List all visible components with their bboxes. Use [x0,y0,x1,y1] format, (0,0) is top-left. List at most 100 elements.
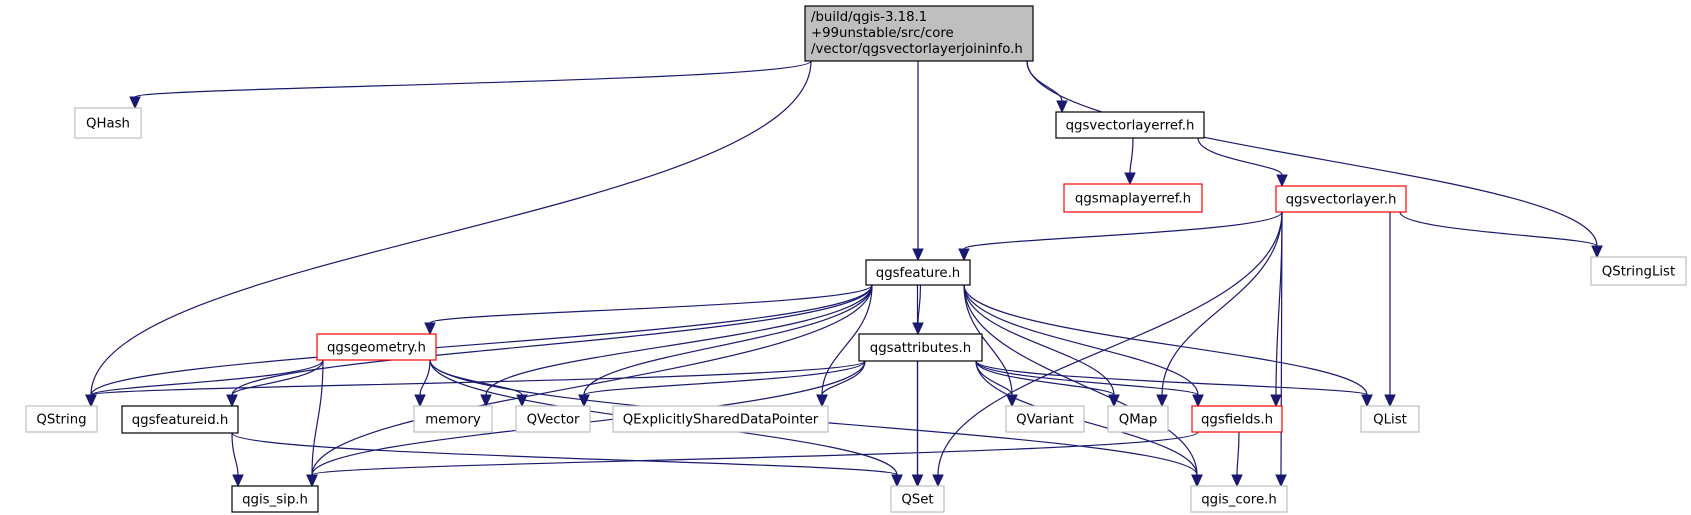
node-box [1590,256,1687,286]
node-qgis-sip[interactable]: qgis_sip.h [231,485,319,513]
edge-line [963,211,1283,250]
edge-line [1129,137,1134,174]
node-qgsvectorlayer[interactable]: qgsvectorlayer.h [1275,185,1407,213]
edge-line [963,284,1199,396]
edge-qgsfeature-to-qmap [963,284,1120,408]
node-qmap: QMap [1107,405,1169,433]
arrowhead [912,248,924,262]
node-root[interactable]: /build/qgis-3.18.1+99unstable/src/core/v… [804,5,1034,62]
arrowhead [1276,174,1288,188]
node-qvariant: QVariant [1005,405,1085,433]
arrowhead [958,248,970,262]
node-box [612,405,829,433]
node-label: QList [1373,413,1407,428]
node-box [858,333,983,362]
node-label: qgsgeometry.h [327,341,426,356]
node-box [316,333,437,361]
arrowhead [1591,245,1603,259]
node-label: QMap [1119,413,1158,428]
node-qgsattributes[interactable]: qgsattributes.h [858,333,983,362]
node-qlist: QList [1360,405,1420,433]
arrowhead [891,474,903,488]
node-qgsfeatureid[interactable]: qgsfeatureid.h [121,405,239,434]
edge-line [963,284,1368,396]
edge-qgsfeature-to-memory [480,284,873,408]
edge-line [963,284,1013,396]
edge-line [937,211,1283,476]
arrowhead [85,394,97,408]
arrowhead [1108,394,1120,408]
node-qexplicitlyshareddatapointer: QExplicitlySharedDataPointer [612,405,829,433]
node-label: qgsfields.h [1201,413,1273,428]
node-box [1275,185,1407,213]
edge-qgsattributes-to-qmap [975,360,1120,408]
edge-qgsattributes-to-qset [911,361,924,488]
node-label: memory [425,413,481,428]
edge-qgsvectorlayerref-to-qgsvectorlayer [1197,137,1288,188]
node-qgsgeometry[interactable]: qgsgeometry.h [316,333,437,361]
arrowhead [911,474,924,488]
node-box [413,405,493,433]
edge-line [1026,60,1598,247]
edge-line [311,431,1199,476]
edge-root-to-qgsvectorlayerref [1026,60,1068,114]
arrowhead [1156,394,1168,408]
arrowhead [1191,474,1203,488]
edge-qgsvectorlayer-to-qgsfeature [958,211,1283,262]
edge-qgsfields-to-qgis_sip [306,431,1199,488]
edge-line [1399,211,1598,247]
arrowhead [1270,394,1282,408]
edge-line [231,432,898,476]
node-box [1191,405,1283,433]
edge-line [231,284,873,396]
edge-line [231,432,239,476]
edge-line [1236,431,1240,476]
node-qgsvectorlayerref[interactable]: qgsvectorlayerref.h [1055,111,1205,139]
node-label: QSet [901,493,933,508]
node-box [1063,183,1203,213]
node-label: +99unstable/src/core [811,26,954,41]
node-qgsfeature[interactable]: qgsfeature.h [865,259,971,286]
node-qgsfields[interactable]: qgsfields.h [1191,405,1283,433]
node-qset: QSet [890,485,945,513]
edge-line [419,359,431,396]
node-label: QStringList [1602,265,1675,280]
edge-line [1026,60,1063,102]
edge-line [917,284,922,324]
node-qgsmaplayerref[interactable]: qgsmaplayerref.h [1063,183,1203,213]
edge-qgsvectorlayer-to-qstringlist [1399,211,1603,259]
node-label: qgsvectorlayerref.h [1066,119,1195,134]
node-label: QVariant [1016,413,1074,428]
edge-line [963,284,1198,476]
edge-qgsgeometry-to-qgis_sip [306,359,324,488]
edge-qgsgeometry-to-qgsfeatureid [226,359,324,408]
arrowhead [129,96,141,110]
edge-line [1280,211,1283,476]
edge-line [975,360,1199,396]
node-label: qgsmaplayerref.h [1075,192,1191,207]
node-box [1107,405,1169,433]
edge-qgsfeatureid-to-qset [231,432,903,488]
node-memory: memory [413,405,493,433]
node-box [890,485,945,513]
arrowhead [1056,100,1068,114]
edge-line [90,284,873,396]
node-label: qgis_sip.h [242,493,308,508]
node-box [121,405,239,434]
arrowhead [1192,394,1204,408]
edge-qgsattributes-to-qexplicitlyshareddatapointer [816,360,866,408]
node-label: qgsfeatureid.h [132,413,229,428]
edge-line [1161,211,1283,396]
node-label: qgsvectorlayer.h [1286,193,1397,208]
arrowhead [932,474,944,488]
node-box [25,405,98,433]
edge-root-to-qhash [129,60,812,110]
node-box [231,485,319,513]
edge-line [975,360,1368,396]
node-label: QString [36,413,86,428]
arrowhead [816,394,828,408]
edge-line [1197,137,1283,176]
edge-qgsvectorlayerref-to-qgsmaplayerref [1124,137,1136,186]
edge-qgsattributes-to-qlist [975,360,1373,408]
